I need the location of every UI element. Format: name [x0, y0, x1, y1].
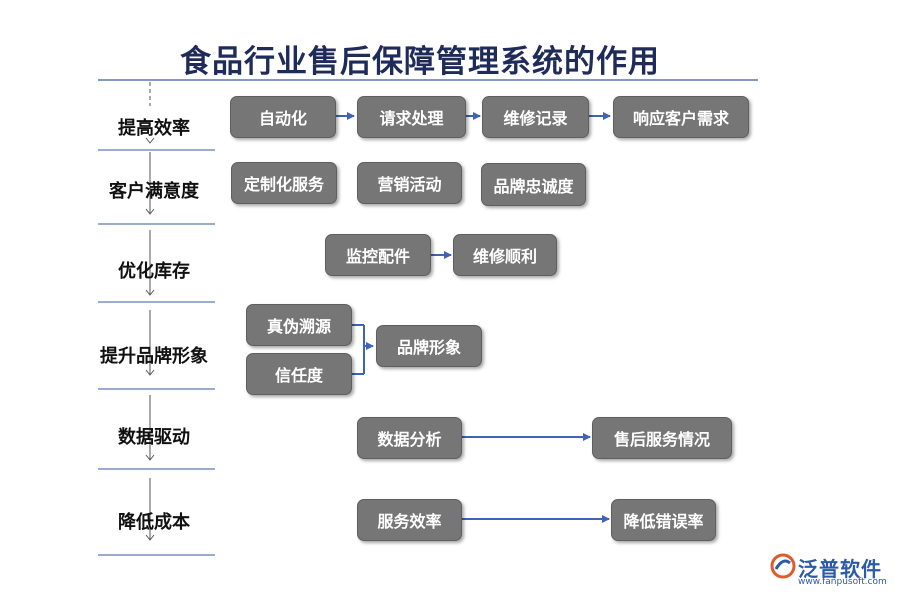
fanpu-logo: 泛普软件 www.fanpusoft.com [770, 551, 890, 591]
row-down-arrows [145, 82, 155, 541]
logo-name: 泛普软件 [798, 557, 882, 581]
box-after-sales-status: 售后服务情况 [592, 417, 732, 459]
box-authenticity-trace: 真伪溯源 [246, 304, 352, 346]
box-marketing: 营销活动 [357, 162, 462, 204]
box-automation: 自动化 [230, 96, 336, 138]
box-respond-customer-needs: 响应客户需求 [613, 96, 749, 138]
box-reduce-error-rate: 降低错误率 [611, 499, 716, 541]
box-custom-service: 定制化服务 [231, 162, 337, 204]
box-smooth-repair: 维修顺利 [453, 234, 557, 276]
row-label-brand: 提升品牌形象 [100, 346, 208, 367]
box-brand-loyalty: 品牌忠诚度 [481, 163, 586, 206]
row-label-cost: 降低成本 [118, 512, 190, 533]
page-title: 食品行业售后保障管理系统的作用 [180, 44, 660, 80]
box-monitor-parts: 监控配件 [325, 234, 431, 276]
row-label-efficiency: 提高效率 [118, 118, 190, 139]
box-trust: 信任度 [246, 353, 352, 395]
fanpu-logo-icon [770, 553, 796, 579]
box-repair-records: 维修记录 [482, 96, 589, 138]
flow-arrows [336, 112, 611, 523]
box-data-analysis: 数据分析 [357, 417, 462, 459]
box-service-efficiency: 服务效率 [357, 499, 462, 541]
row-label-data: 数据驱动 [118, 427, 190, 448]
box-request-handling: 请求处理 [357, 96, 466, 138]
box-brand-image: 品牌形象 [376, 325, 482, 367]
row-label-inventory: 优化库存 [118, 261, 190, 282]
logo-url: www.fanpusoft.com [798, 577, 887, 587]
row-label-satisfaction: 客户满意度 [109, 181, 199, 202]
brand-bracket [352, 324, 374, 375]
row-separators [98, 149, 215, 556]
